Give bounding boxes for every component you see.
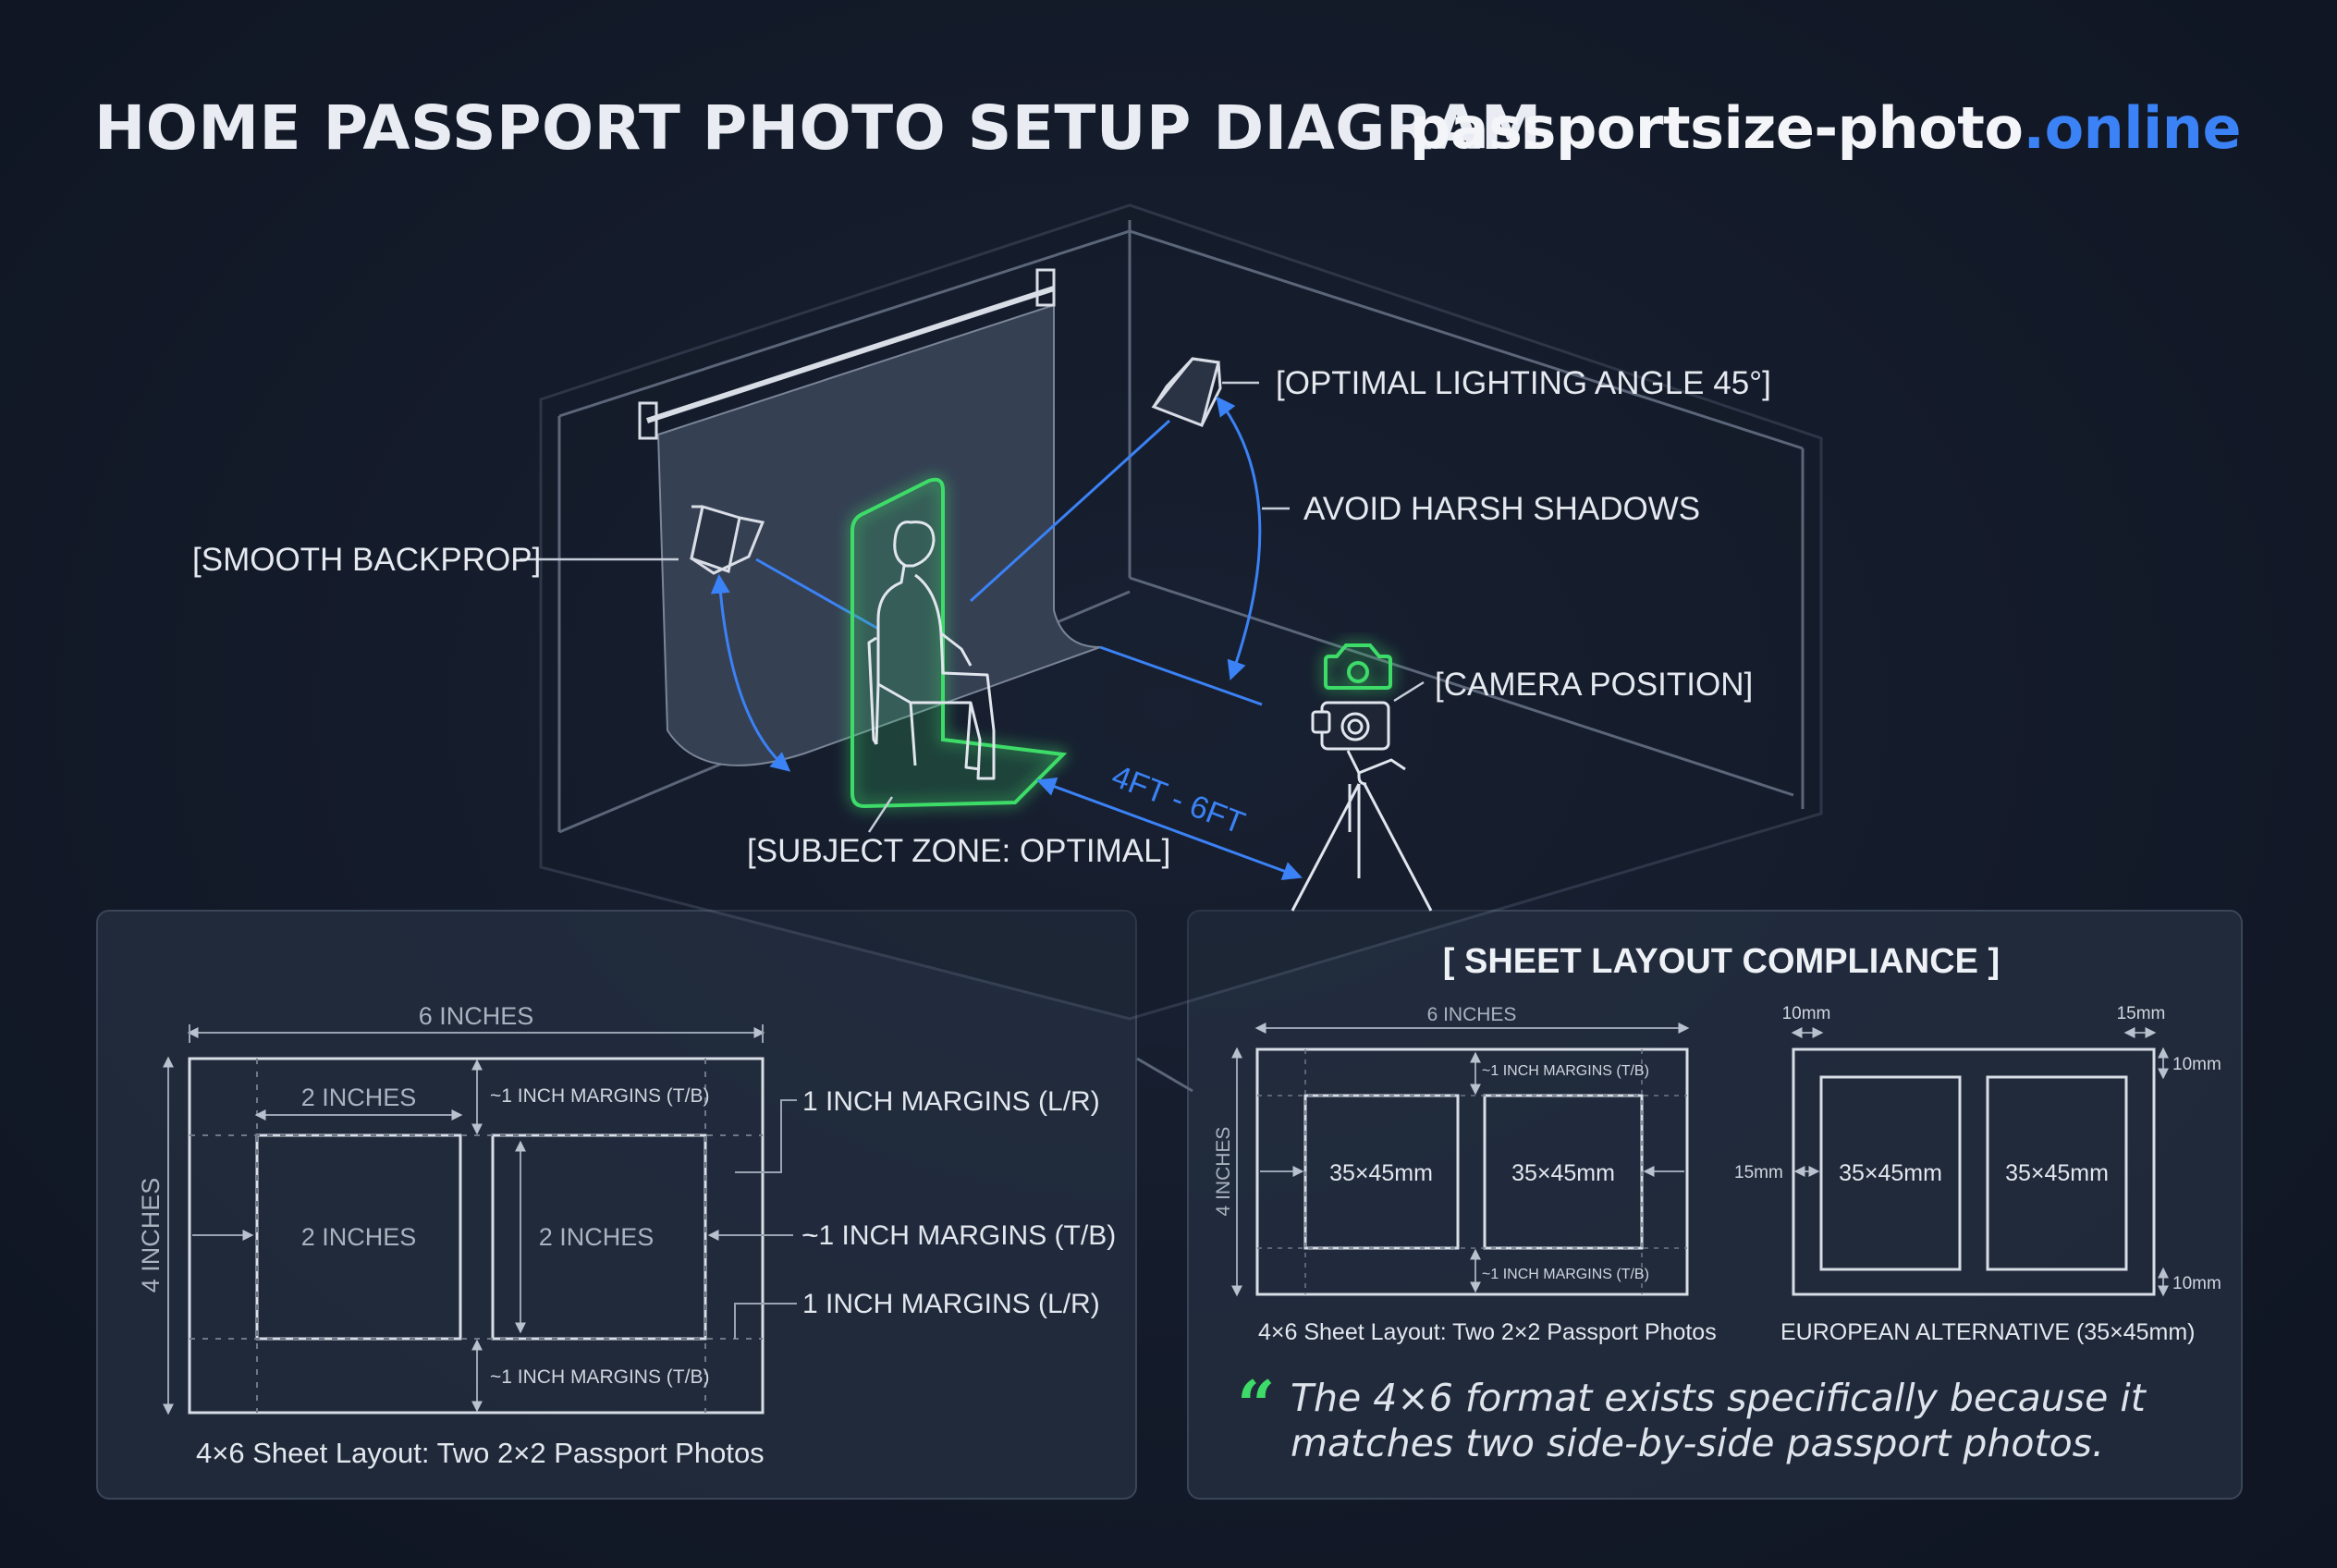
- leader-camera: [1393, 680, 1425, 703]
- compliance-panel: [1187, 910, 2243, 1500]
- compliance-heading: [ SHEET LAYOUT COMPLIANCE ]: [1443, 942, 2000, 981]
- avoid-shadows-label: AVOID HARSH SHADOWS: [1303, 491, 1700, 527]
- callout-lr-bottom: 1 INCH MARGINS (L/R): [802, 1289, 1100, 1319]
- quote-text: The 4×6 format exists specifically becau…: [1291, 1376, 2146, 1466]
- us-photo-width-label: 2 INCHES: [301, 1084, 417, 1111]
- quote-block: “ The 4×6 format exists specifically bec…: [1237, 1366, 2146, 1466]
- subject-zone: [850, 477, 1068, 809]
- eu-margin-left-top: 10mm: [1782, 1004, 1831, 1023]
- quote-mark-icon: “: [1237, 1366, 1276, 1444]
- backdrop-label: [SMOOTH BACKPROP]: [192, 542, 541, 578]
- us-width-label: 6 INCHES: [419, 1002, 534, 1030]
- right-light-icon: [1151, 357, 1222, 428]
- us-caption: 4×6 Sheet Layout: Two 2×2 Passport Photo…: [196, 1437, 765, 1469]
- subject-zone-label: [SUBJECT ZONE: OPTIMAL]: [747, 833, 1170, 869]
- left-sheet-panel: [96, 910, 1137, 1500]
- camera-icon: [1311, 701, 1390, 751]
- us-photo1-label: 2 INCHES: [301, 1223, 417, 1251]
- eu-margin-right-lower: 10mm: [2172, 1274, 2221, 1293]
- left-light-icon: [690, 505, 765, 575]
- compliance-eu-sheet: [1791, 1027, 2169, 1297]
- eu-margin-side: 15mm: [1734, 1163, 1783, 1182]
- us-photo2-label: 2 INCHES: [539, 1223, 655, 1251]
- compliance-us-sheet: [1231, 1023, 1690, 1297]
- compliance-us-height-label: 4 INCHES: [1213, 1127, 1234, 1217]
- eu-photo2-label: 35×45mm: [2005, 1160, 2109, 1186]
- us-bottom-margin-label: ~1 INCH MARGINS (T/B): [490, 1366, 709, 1388]
- camera-badge-icon: [1324, 643, 1392, 690]
- leader-subject: [867, 796, 894, 833]
- compliance-us-width-label: 6 INCHES: [1427, 1004, 1517, 1025]
- compliance-us-photo2-label: 35×45mm: [1511, 1160, 1615, 1186]
- tripod: [1291, 750, 1433, 912]
- compliance-eu-photo-2: [1986, 1075, 2128, 1271]
- brand-logo: passportsize-photo.online: [1409, 94, 2242, 162]
- page-title: HOME PASSPORT PHOTO SETUP DIAGRAM: [94, 92, 1542, 164]
- compliance-us-top-margin: ~1 INCH MARGINS (T/B): [1482, 1063, 1649, 1079]
- backdrop-bracket-left: [638, 401, 658, 440]
- us-height-label: 4 INCHES: [137, 1178, 165, 1293]
- brand-name: passportsize-photo: [1409, 94, 2024, 162]
- eu-margin-right-upper: 10mm: [2172, 1055, 2221, 1074]
- us-top-margin-label: ~1 INCH MARGINS (T/B): [490, 1085, 709, 1107]
- callout-lr-top: 1 INCH MARGINS (L/R): [802, 1086, 1100, 1117]
- quote-line-2: matches two side-by-side passport photos…: [1291, 1421, 2105, 1465]
- lighting-angle-label: [OPTIMAL LIGHTING ANGLE 45°]: [1276, 365, 1771, 401]
- compliance-us-caption: 4×6 Sheet Layout: Two 2×2 Passport Photo…: [1258, 1319, 1717, 1345]
- compliance-us-photo1-label: 35×45mm: [1329, 1160, 1433, 1186]
- us-photo-2: [491, 1133, 707, 1341]
- eu-caption: EUROPEAN ALTERNATIVE (35×45mm): [1780, 1319, 2196, 1345]
- brand-tld: .online: [2023, 94, 2242, 162]
- us-sheet-diagram: [163, 1024, 814, 1415]
- subject-person: [867, 521, 996, 780]
- camera-position-label: [CAMERA POSITION]: [1435, 667, 1753, 703]
- backdrop-bracket-right: [1035, 268, 1056, 307]
- eu-photo1-label: 35×45mm: [1839, 1160, 1942, 1186]
- compliance-eu-photo-1: [1819, 1075, 1962, 1271]
- callout-tb: ~1 INCH MARGINS (T/B): [802, 1220, 1116, 1251]
- eu-margin-right-top: 15mm: [2117, 1004, 2166, 1023]
- quote-line-1: The 4×6 format exists specifically becau…: [1291, 1376, 2146, 1420]
- compliance-us-bottom-margin: ~1 INCH MARGINS (T/B): [1482, 1267, 1649, 1282]
